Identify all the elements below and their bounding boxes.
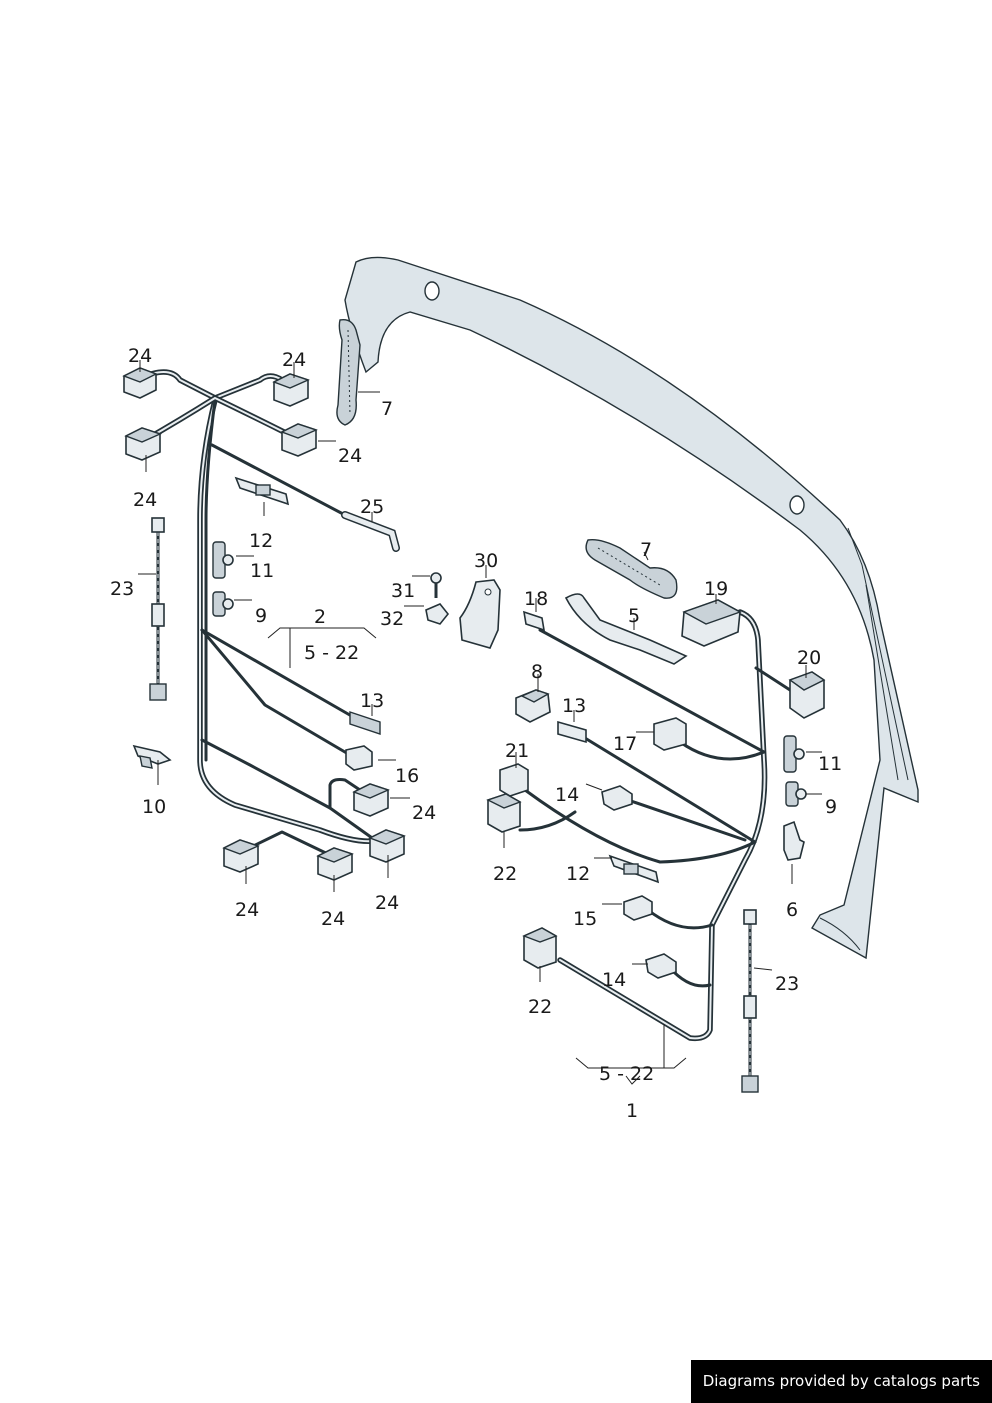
label-22: 22 bbox=[528, 996, 552, 1018]
connector-13-right bbox=[557, 720, 587, 744]
label-23: 23 bbox=[110, 578, 134, 600]
label-5-22: 5 - 22 bbox=[304, 642, 359, 664]
connector-24-bottom-mid bbox=[316, 847, 354, 881]
label-22: 22 bbox=[493, 863, 517, 885]
label-23: 23 bbox=[775, 973, 799, 995]
connector-24-lower-right bbox=[352, 783, 390, 817]
screw-31 bbox=[430, 572, 442, 598]
control-unit-19 bbox=[681, 599, 742, 647]
label-24: 24 bbox=[375, 892, 399, 914]
label-31: 31 bbox=[391, 580, 415, 602]
label-25: 25 bbox=[360, 496, 384, 518]
connector-22-upper bbox=[486, 793, 522, 833]
seal-strip-7-left bbox=[336, 319, 361, 426]
label-12: 12 bbox=[249, 530, 273, 552]
sensor-14-lower bbox=[645, 953, 677, 979]
label-11: 11 bbox=[818, 753, 842, 775]
connector-18 bbox=[522, 610, 546, 632]
holder-8 bbox=[515, 689, 551, 723]
connector-13-left bbox=[349, 711, 381, 735]
connector-16 bbox=[345, 745, 373, 771]
label-30: 30 bbox=[474, 550, 498, 572]
lighting-strip-5 bbox=[564, 593, 688, 665]
holder-6 bbox=[783, 820, 805, 861]
label-1: 1 bbox=[626, 1100, 638, 1122]
nut-32 bbox=[425, 603, 450, 625]
label-18: 18 bbox=[524, 588, 548, 610]
label-14: 14 bbox=[555, 784, 579, 806]
connector-24-bottom-right bbox=[368, 829, 406, 863]
label-20: 20 bbox=[797, 647, 821, 669]
label-5-22: 5 - 22 bbox=[599, 1063, 654, 1085]
clip-9-right bbox=[785, 781, 807, 807]
bracket-30 bbox=[459, 579, 501, 649]
seal-strip-7-right bbox=[585, 538, 678, 599]
label-12: 12 bbox=[566, 863, 590, 885]
connector-24-mid-right bbox=[280, 423, 318, 457]
label-24: 24 bbox=[235, 899, 259, 921]
label-24: 24 bbox=[133, 489, 157, 511]
label-24: 24 bbox=[321, 908, 345, 930]
label-11: 11 bbox=[250, 560, 274, 582]
connector-21 bbox=[499, 763, 529, 797]
label-2: 2 bbox=[314, 606, 326, 628]
credit-badge: Diagrams provided by catalogs parts bbox=[690, 1360, 992, 1403]
clip-11-left bbox=[212, 541, 234, 579]
holder-12-right bbox=[608, 854, 660, 884]
connector-24-mid-left bbox=[124, 427, 162, 461]
label-5: 5 bbox=[628, 605, 640, 627]
label-21: 21 bbox=[505, 740, 529, 762]
label-10: 10 bbox=[142, 796, 166, 818]
label-24: 24 bbox=[412, 802, 436, 824]
label-9: 9 bbox=[255, 605, 267, 627]
antenna-cable-23-right bbox=[741, 909, 759, 1093]
tailgate-panel bbox=[344, 256, 919, 960]
module-17 bbox=[653, 717, 687, 751]
label-13: 13 bbox=[562, 695, 586, 717]
label-24: 24 bbox=[338, 445, 362, 467]
bracket-10 bbox=[132, 744, 172, 769]
connector-24-top-right bbox=[272, 373, 310, 407]
leader-lines bbox=[138, 360, 822, 1085]
callout-labels: 24 24 7 24 24 25 12 11 23 9 2 5 - 22 13 … bbox=[110, 345, 842, 1122]
connector-22-lower bbox=[522, 927, 558, 969]
sensor-14-upper bbox=[601, 785, 633, 811]
label-19: 19 bbox=[704, 578, 728, 600]
left-wiring-harness bbox=[137, 369, 400, 857]
holder-12-left bbox=[234, 476, 290, 506]
connector-15 bbox=[623, 895, 653, 921]
label-24: 24 bbox=[282, 349, 306, 371]
clip-9-left bbox=[212, 591, 234, 617]
lock-unit-20 bbox=[788, 671, 826, 719]
right-wiring-harness bbox=[518, 609, 792, 1042]
label-6: 6 bbox=[786, 899, 798, 921]
label-32: 32 bbox=[380, 608, 404, 630]
label-15: 15 bbox=[573, 908, 597, 930]
label-24: 24 bbox=[128, 345, 152, 367]
antenna-cable-23-left bbox=[149, 517, 167, 701]
label-7: 7 bbox=[640, 539, 652, 561]
label-13: 13 bbox=[360, 690, 384, 712]
label-16: 16 bbox=[395, 765, 419, 787]
connector-24-bottom-left bbox=[222, 839, 260, 873]
label-9: 9 bbox=[825, 796, 837, 818]
connector-24-top-left bbox=[122, 367, 158, 399]
label-8: 8 bbox=[531, 661, 543, 683]
label-14: 14 bbox=[602, 969, 626, 991]
label-17: 17 bbox=[613, 733, 637, 755]
clip-11-right bbox=[783, 735, 805, 773]
label-7: 7 bbox=[381, 398, 393, 420]
